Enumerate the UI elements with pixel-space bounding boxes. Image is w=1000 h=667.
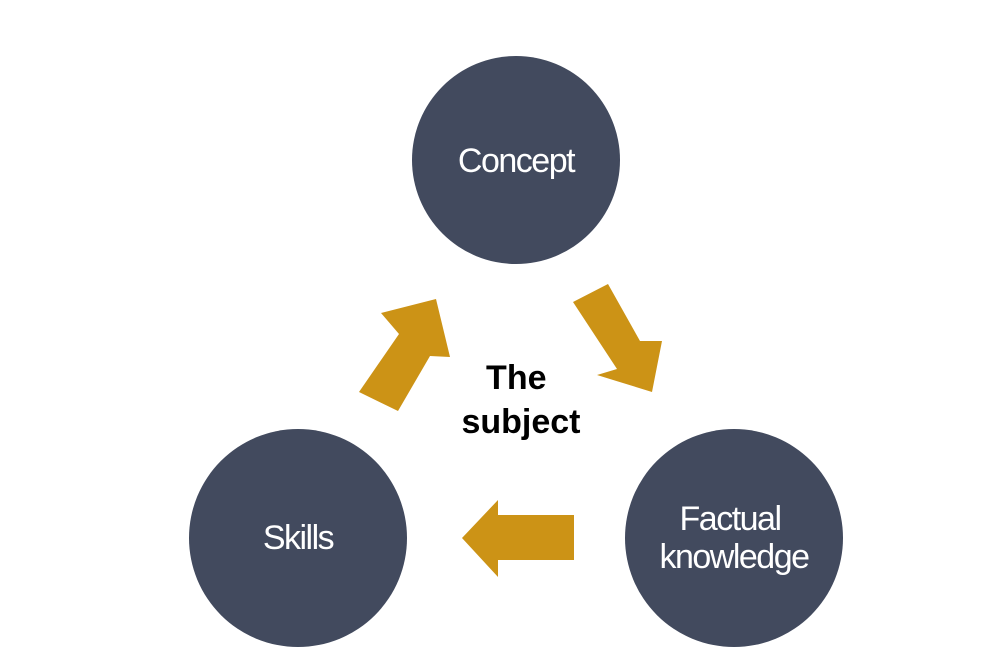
arrow-concept-to-factual (573, 284, 662, 392)
arrow-skills-to-concept (359, 299, 450, 411)
arrow-shape (462, 500, 574, 577)
node-label-line: Skills (263, 519, 334, 557)
node-label-line: Concept (458, 142, 576, 180)
node-concept: Concept (412, 56, 620, 264)
arrow-shape (573, 284, 662, 392)
node-label: Factual knowledge (659, 500, 809, 576)
center-label-line: The (486, 359, 546, 397)
node-skills: Skills (189, 429, 407, 647)
node-circle (189, 429, 407, 647)
arrow-factual-to-skills (462, 500, 574, 577)
node-factual-knowledge: Factual knowledge (625, 429, 843, 647)
center-label-line: subject (461, 403, 580, 441)
center-label: The subject (461, 359, 580, 441)
node-circle (625, 429, 843, 647)
node-label: Concept (458, 142, 576, 180)
arrow-shape (359, 299, 450, 411)
node-label-line: Factual (680, 500, 781, 538)
node-circle (412, 56, 620, 264)
node-label-line: knowledge (659, 538, 809, 576)
node-label: Skills (263, 519, 334, 557)
